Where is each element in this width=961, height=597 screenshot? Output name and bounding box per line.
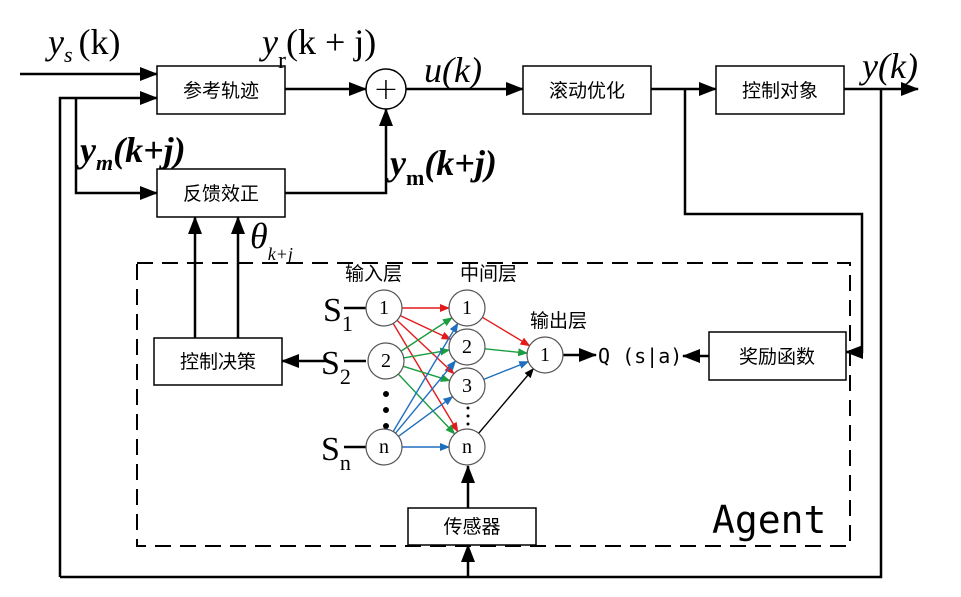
block-rolling-label: 滚动优化: [549, 80, 625, 102]
edge-input3-hidden1: [392, 322, 459, 432]
block-reference-label: 参考轨迹: [183, 80, 259, 102]
svg-text:3: 3: [462, 375, 472, 397]
q-value-label: Q (s|a): [598, 344, 682, 368]
svg-text:n: n: [462, 436, 472, 458]
label-u: u(k): [424, 50, 482, 90]
input-layer-label: 输入层: [345, 263, 402, 285]
block-plant: 控制对象: [715, 65, 845, 115]
label-yr: yr(k + j): [259, 22, 376, 74]
summing-junction: +: [365, 68, 407, 110]
input-sn: Sn: [321, 431, 351, 475]
edge-hidden3-output: [483, 360, 530, 381]
svg-text:n: n: [379, 436, 389, 458]
edge-input1-hidden2: [399, 315, 452, 340]
agent-boundary: [136, 262, 851, 547]
edge-hidden4-output: [478, 367, 535, 434]
svg-text:+: +: [373, 72, 398, 107]
hidden-node-2: 2: [448, 328, 486, 366]
edge-hidden2-output: [484, 348, 529, 357]
block-plant-label: 控制对象: [742, 80, 818, 102]
svg-text:2: 2: [381, 350, 391, 372]
block-reward: 奖励函数: [708, 331, 847, 381]
block-rolling: 滚动优化: [522, 65, 652, 115]
agent-label: Agent: [712, 498, 826, 542]
label-y: y(k): [859, 46, 918, 86]
input-node-2: 2: [367, 342, 405, 380]
svg-text:1: 1: [540, 344, 550, 366]
block-sensor-label: 传感器: [443, 516, 500, 538]
input-s2: S2: [321, 345, 351, 389]
edge-hidden1-output: [482, 316, 531, 347]
svg-text:1: 1: [462, 297, 472, 319]
label-theta: θk+j: [250, 216, 293, 264]
block-feedback: 反馈效正: [156, 168, 286, 218]
edge-input2-hidden3: [402, 365, 451, 382]
block-reference: 参考轨迹: [156, 65, 286, 115]
neural-network: 输入层 中间层 输出层 S1 S2 Sn 1 2 n 1 2 3 n 1 Q (s|a): [321, 263, 682, 475]
block-feedback-label: 反馈效正: [183, 183, 259, 205]
edge-input2-hidden4: [397, 373, 456, 435]
edge-input2-hidden1: [400, 317, 453, 352]
output-node-1: 1: [526, 336, 564, 374]
edge-input1-hidden3: [396, 319, 455, 375]
output-layer-label: 输出层: [530, 310, 587, 332]
block-decision-label: 控制决策: [180, 351, 256, 373]
hidden-node-1: 1: [448, 289, 486, 327]
input-node-1: 1: [365, 289, 403, 327]
edge-input3-hidden3: [398, 396, 454, 437]
label-ys: ys(k): [45, 22, 121, 67]
input-s1: S1: [323, 292, 353, 336]
hidden-layer-label: 中间层: [460, 263, 517, 285]
block-reward-label: 奖励函数: [739, 346, 815, 368]
label-ym-left: ym(k+j): [76, 130, 186, 175]
label-ym-right: ym(k+j): [386, 143, 497, 190]
svg-text:1: 1: [379, 297, 389, 319]
hidden-node-n: n: [448, 428, 486, 466]
svg-text:2: 2: [462, 336, 472, 358]
block-decision: 控制决策: [153, 337, 283, 386]
connections: [20, 67, 919, 579]
input-node-n: n: [365, 428, 403, 466]
hidden-node-3: 3: [448, 367, 486, 405]
block-sensor: 传感器: [407, 507, 537, 546]
edge-input3-hidden2: [394, 360, 457, 434]
